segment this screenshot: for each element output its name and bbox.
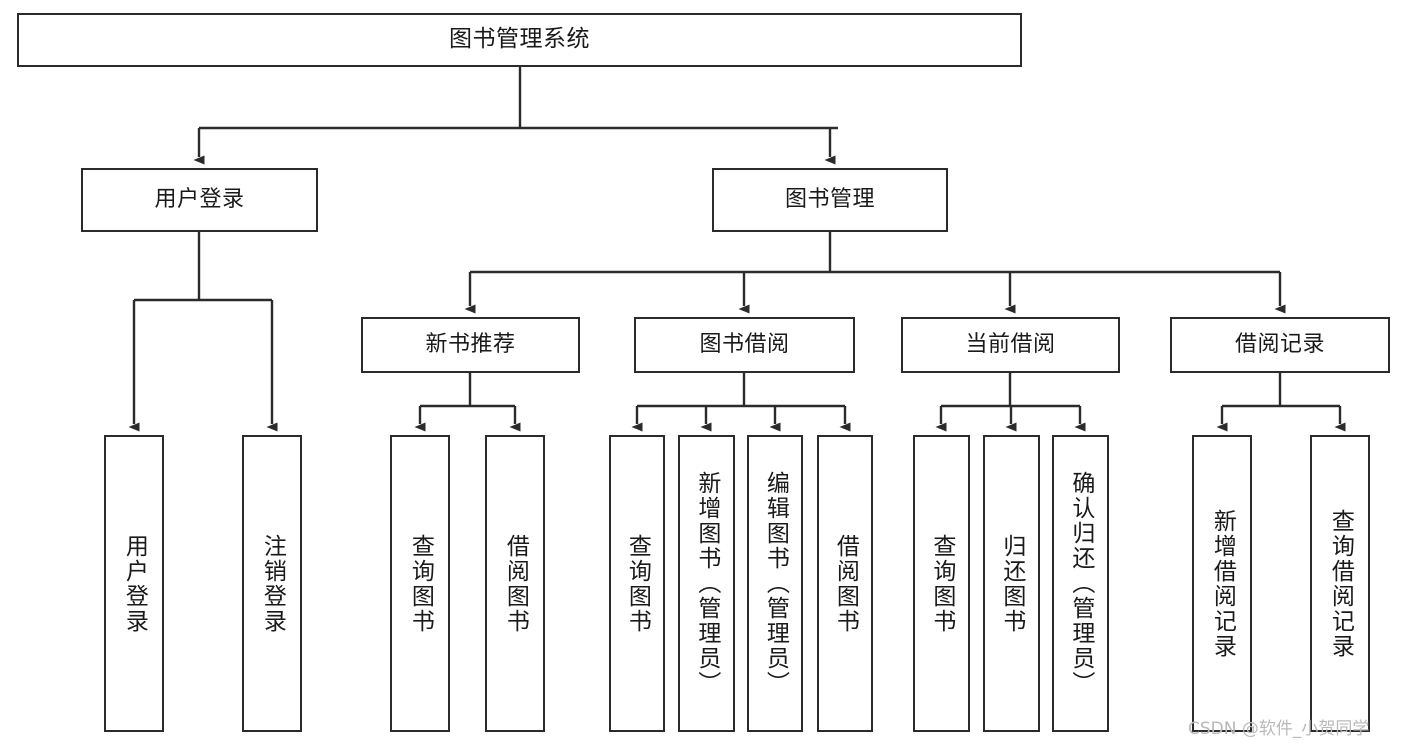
node-label: 查询图书 xyxy=(928,533,955,634)
node-label: 借阅图书 xyxy=(502,533,529,634)
leaf-add-book-admin[interactable]: 新增图书（管理员） xyxy=(678,435,735,732)
node-user-login[interactable]: 用户登录 xyxy=(81,168,318,232)
node-label: 查询借阅记录 xyxy=(1327,508,1354,659)
leaf-edit-book-admin[interactable]: 编辑图书（管理员） xyxy=(747,435,803,732)
node-label: 编辑图书（管理员） xyxy=(762,471,789,696)
leaf-query-books-current[interactable]: 查询图书 xyxy=(913,435,970,732)
leaf-user-login[interactable]: 用户登录 xyxy=(104,435,164,732)
node-label: 图书借阅 xyxy=(699,332,790,358)
leaf-confirm-return-admin[interactable]: 确认归还（管理员） xyxy=(1052,435,1109,732)
node-label: 新增图书（管理员） xyxy=(693,471,720,696)
node-label: 新增借阅记录 xyxy=(1209,508,1236,659)
leaf-logout[interactable]: 注销登录 xyxy=(242,435,302,732)
node-label: 用户登录 xyxy=(154,187,245,213)
leaf-query-books-recommendation[interactable]: 查询图书 xyxy=(390,435,450,732)
leaf-query-books-borrowing[interactable]: 查询图书 xyxy=(609,435,665,732)
node-book-management[interactable]: 图书管理 xyxy=(712,168,948,232)
leaf-return-books[interactable]: 归还图书 xyxy=(983,435,1040,732)
node-label: 新书推荐 xyxy=(425,332,516,358)
node-label: 借阅图书 xyxy=(832,533,859,634)
leaf-query-borrowing-record[interactable]: 查询借阅记录 xyxy=(1310,435,1370,732)
node-book-borrowing[interactable]: 图书借阅 xyxy=(634,317,855,373)
node-label: 图书管理系统 xyxy=(449,26,590,53)
node-new-book-recommendation[interactable]: 新书推荐 xyxy=(361,317,580,373)
node-label: 当前借阅 xyxy=(965,332,1056,358)
node-label: 归还图书 xyxy=(998,533,1025,634)
node-label: 借阅记录 xyxy=(1234,332,1325,358)
leaf-borrow-books-borrowing[interactable]: 借阅图书 xyxy=(817,435,873,732)
node-label: 注销登录 xyxy=(259,533,286,634)
leaf-borrow-books-recommendation[interactable]: 借阅图书 xyxy=(485,435,545,732)
node-current-borrowing[interactable]: 当前借阅 xyxy=(901,317,1120,373)
node-label: 确认归还（管理员） xyxy=(1067,471,1094,696)
leaf-add-borrowing-record[interactable]: 新增借阅记录 xyxy=(1192,435,1252,732)
csdn-watermark: CSDN @软件_小贺同学 xyxy=(1188,719,1370,739)
node-label: 图书管理 xyxy=(784,187,875,213)
node-label: 用户登录 xyxy=(121,533,148,634)
node-root-system[interactable]: 图书管理系统 xyxy=(17,13,1022,67)
node-borrowing-records[interactable]: 借阅记录 xyxy=(1170,317,1390,373)
node-label: 查询图书 xyxy=(624,533,651,634)
node-label: 查询图书 xyxy=(407,533,434,634)
